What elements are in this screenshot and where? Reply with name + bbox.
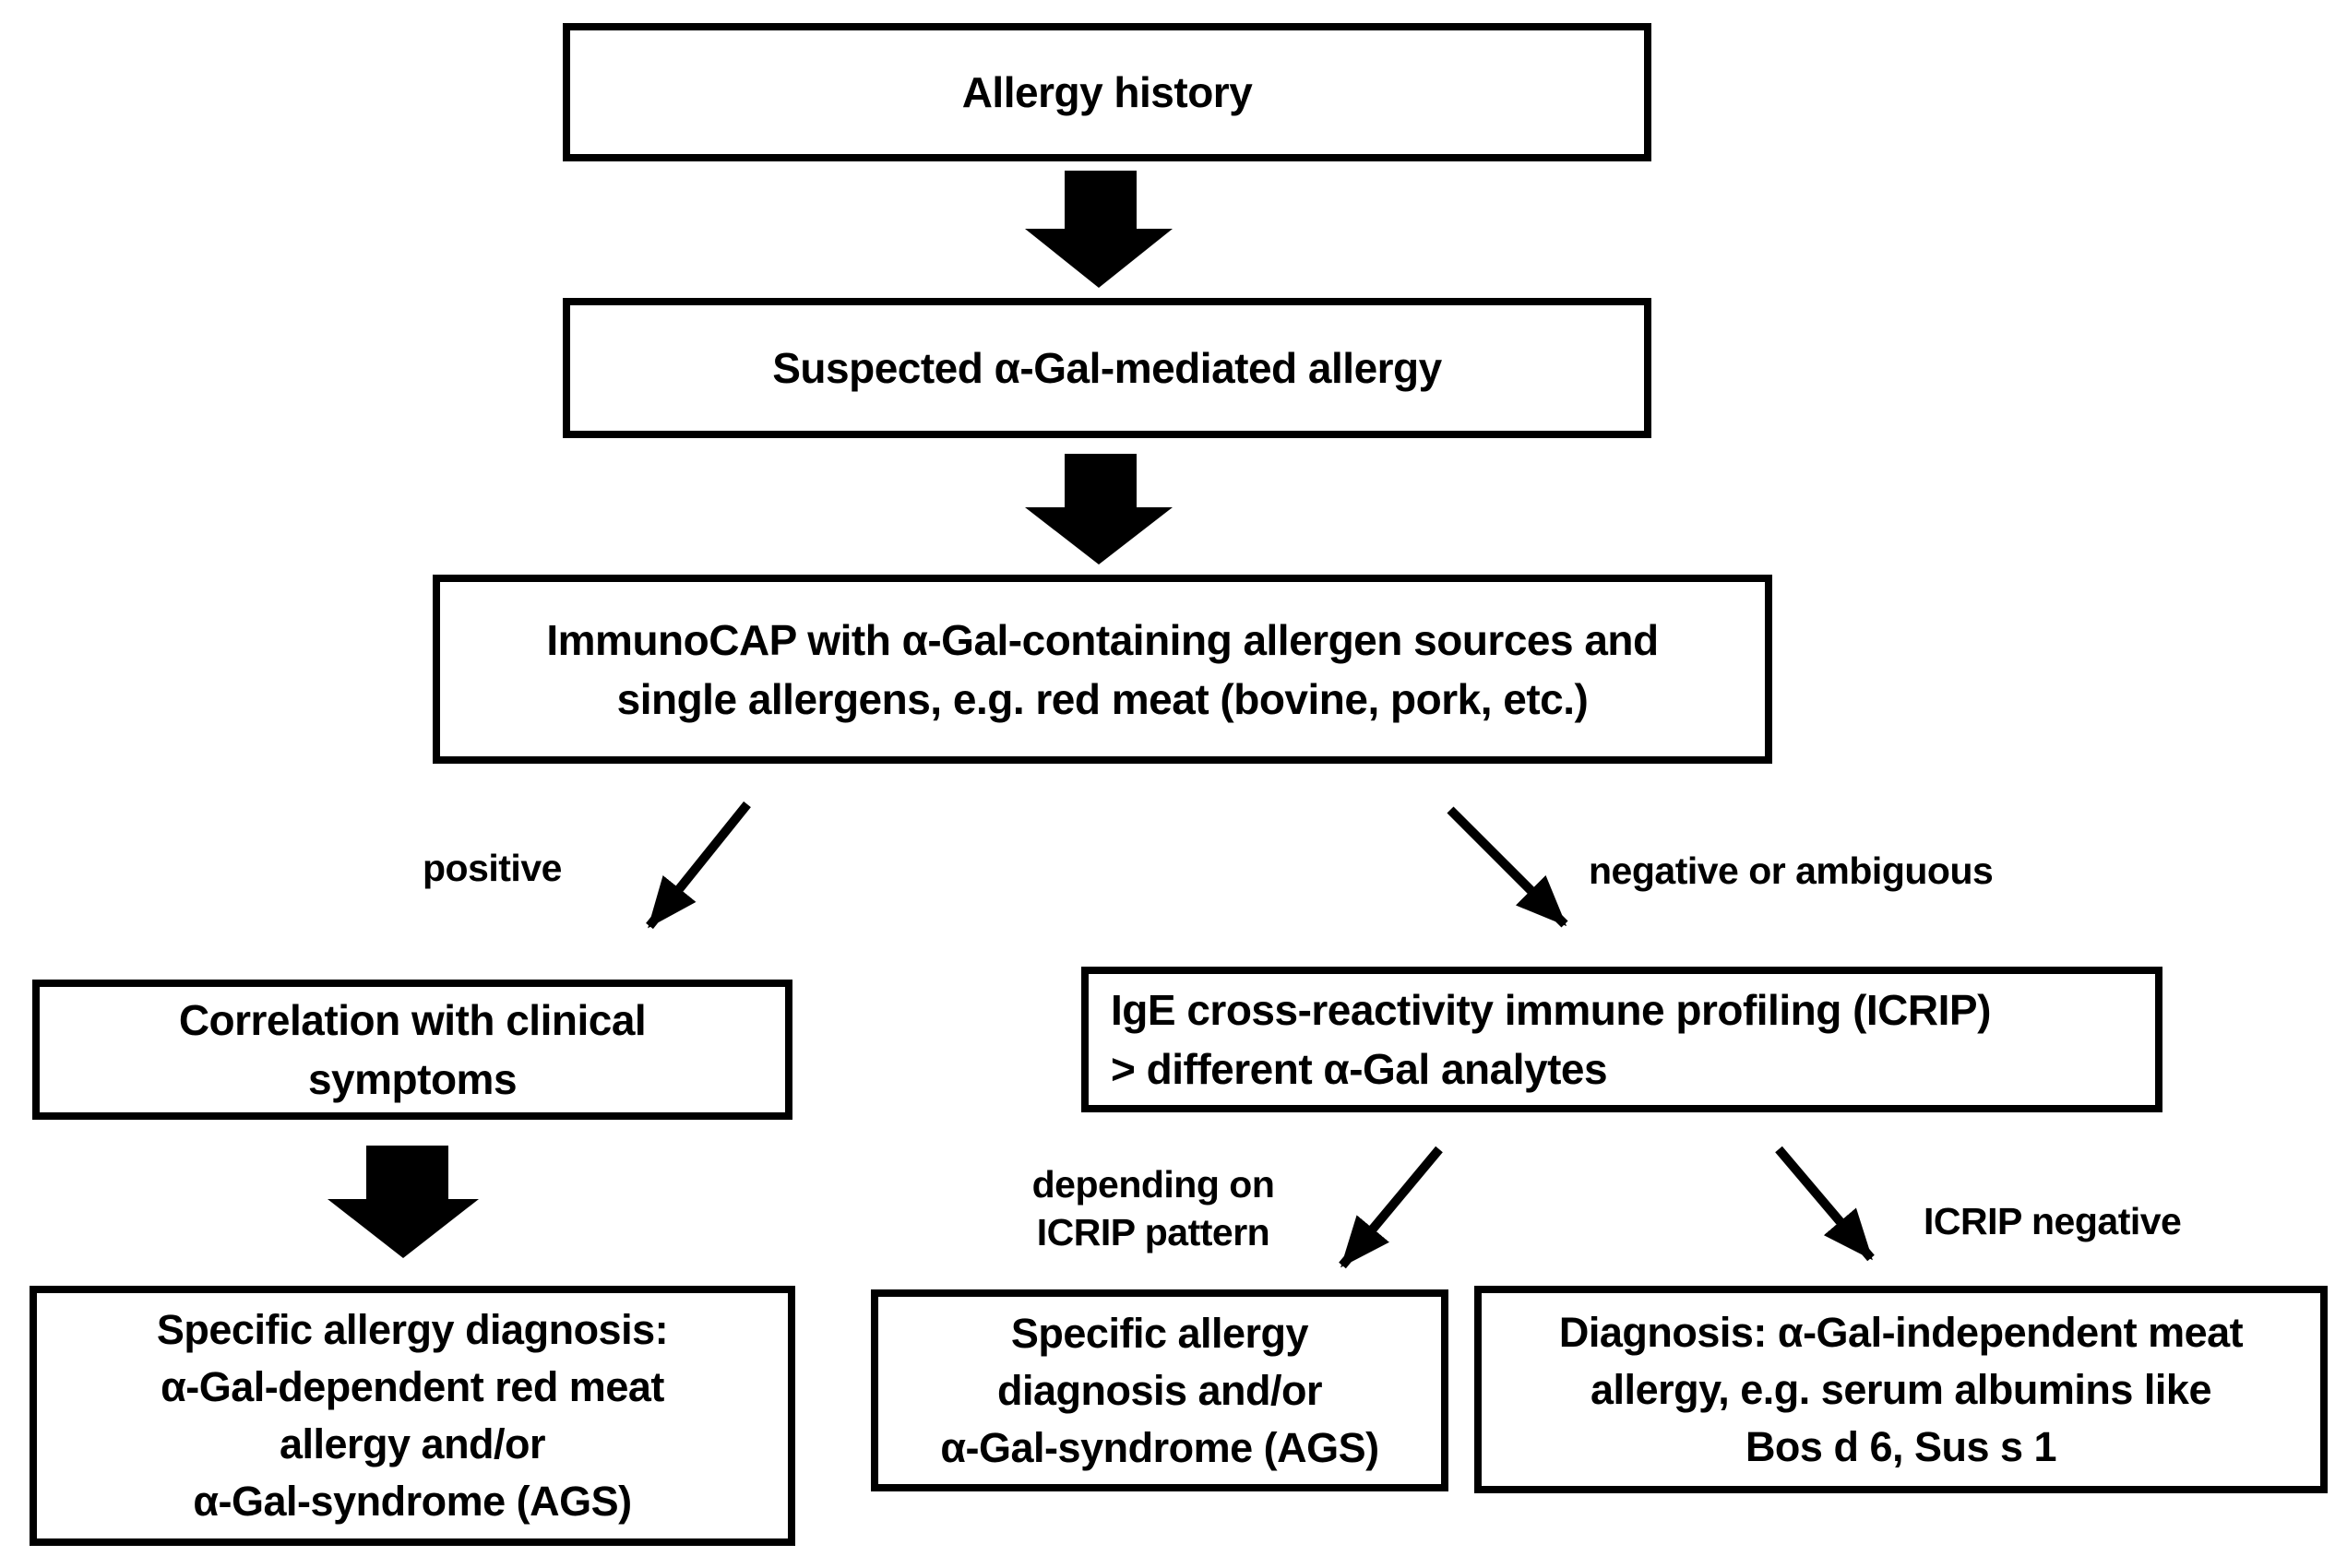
node-text-line: Correlation with clinical (178, 996, 647, 1044)
node-text-line: Specific allergy (1010, 1309, 1309, 1357)
node-text-line: symptoms (307, 1055, 518, 1103)
node-text-line: > different α-Gal analytes (1111, 1045, 1608, 1093)
arrow-icrip-negative-icon (1775, 1146, 1875, 1262)
node-text-line: Bos d 6, Sus s 1 (1745, 1422, 2057, 1470)
arrow-positive-icon (646, 801, 751, 930)
edge-label-line: depending on (1031, 1163, 1275, 1206)
node-text-line: Specific allergy diagnosis: (156, 1306, 669, 1353)
node-allergy-history: Allergy history (563, 23, 1651, 161)
node-specific-diagnosis-middle: Specific allergy diagnosis and/or α-Gal-… (871, 1289, 1448, 1491)
block-arrow-down-2-icon (1025, 454, 1173, 564)
edge-label-positive: positive (423, 847, 562, 889)
node-text-line: α-Gal-syndrome (AGS) (940, 1423, 1379, 1471)
node-text-line: single allergens, e.g. red meat (bovine,… (616, 674, 1589, 723)
arrow-negative-icon (1447, 806, 1568, 928)
node-text-line: diagnosis and/or (996, 1366, 1323, 1414)
node-specific-diagnosis-left: Specific allergy diagnosis: α-Gal-depend… (30, 1286, 795, 1546)
node-icrip: IgE cross-reactivity immune profiling (I… (1081, 967, 2162, 1112)
node-diagnosis-independent: Diagnosis: α-Gal-independent meat allerg… (1474, 1286, 2328, 1493)
node-text-line: ImmunoCAP with α-Gal-containing allergen… (546, 615, 1659, 664)
node-text-line: allergy and/or (279, 1420, 546, 1467)
node-text-line: Diagnosis: α-Gal-independent meat (1558, 1308, 2244, 1356)
edge-label-depending-on-icrip-pattern: depending on ICRIP pattern (1010, 1160, 1296, 1256)
edge-label-negative-or-ambiguous: negative or ambiguous (1589, 849, 1994, 892)
node-text-line: α-Gal-dependent red meat (161, 1363, 664, 1410)
node-text-line: allergy, e.g. serum albumins like (1590, 1365, 2211, 1413)
node-text-line: α-Gal-syndrome (AGS) (193, 1478, 632, 1525)
arrow-depending-icon (1339, 1146, 1443, 1269)
node-text-line: Allergy history (961, 68, 1253, 116)
node-correlation: Correlation with clinical symptoms (32, 980, 792, 1120)
node-immunocap: ImmunoCAP with α-Gal-containing allergen… (433, 575, 1772, 764)
node-text-line: Suspected α-Gal-mediated allergy (772, 344, 1442, 392)
edge-label-icrip-negative: ICRIP negative (1924, 1200, 2182, 1242)
block-arrow-down-3-icon (328, 1146, 479, 1258)
node-text-line: IgE cross-reactivity immune profiling (I… (1111, 986, 1991, 1034)
node-suspected-allergy: Suspected α-Gal-mediated allergy (563, 298, 1651, 438)
edge-label-line: ICRIP pattern (1036, 1211, 1270, 1253)
block-arrow-down-1-icon (1025, 171, 1173, 288)
